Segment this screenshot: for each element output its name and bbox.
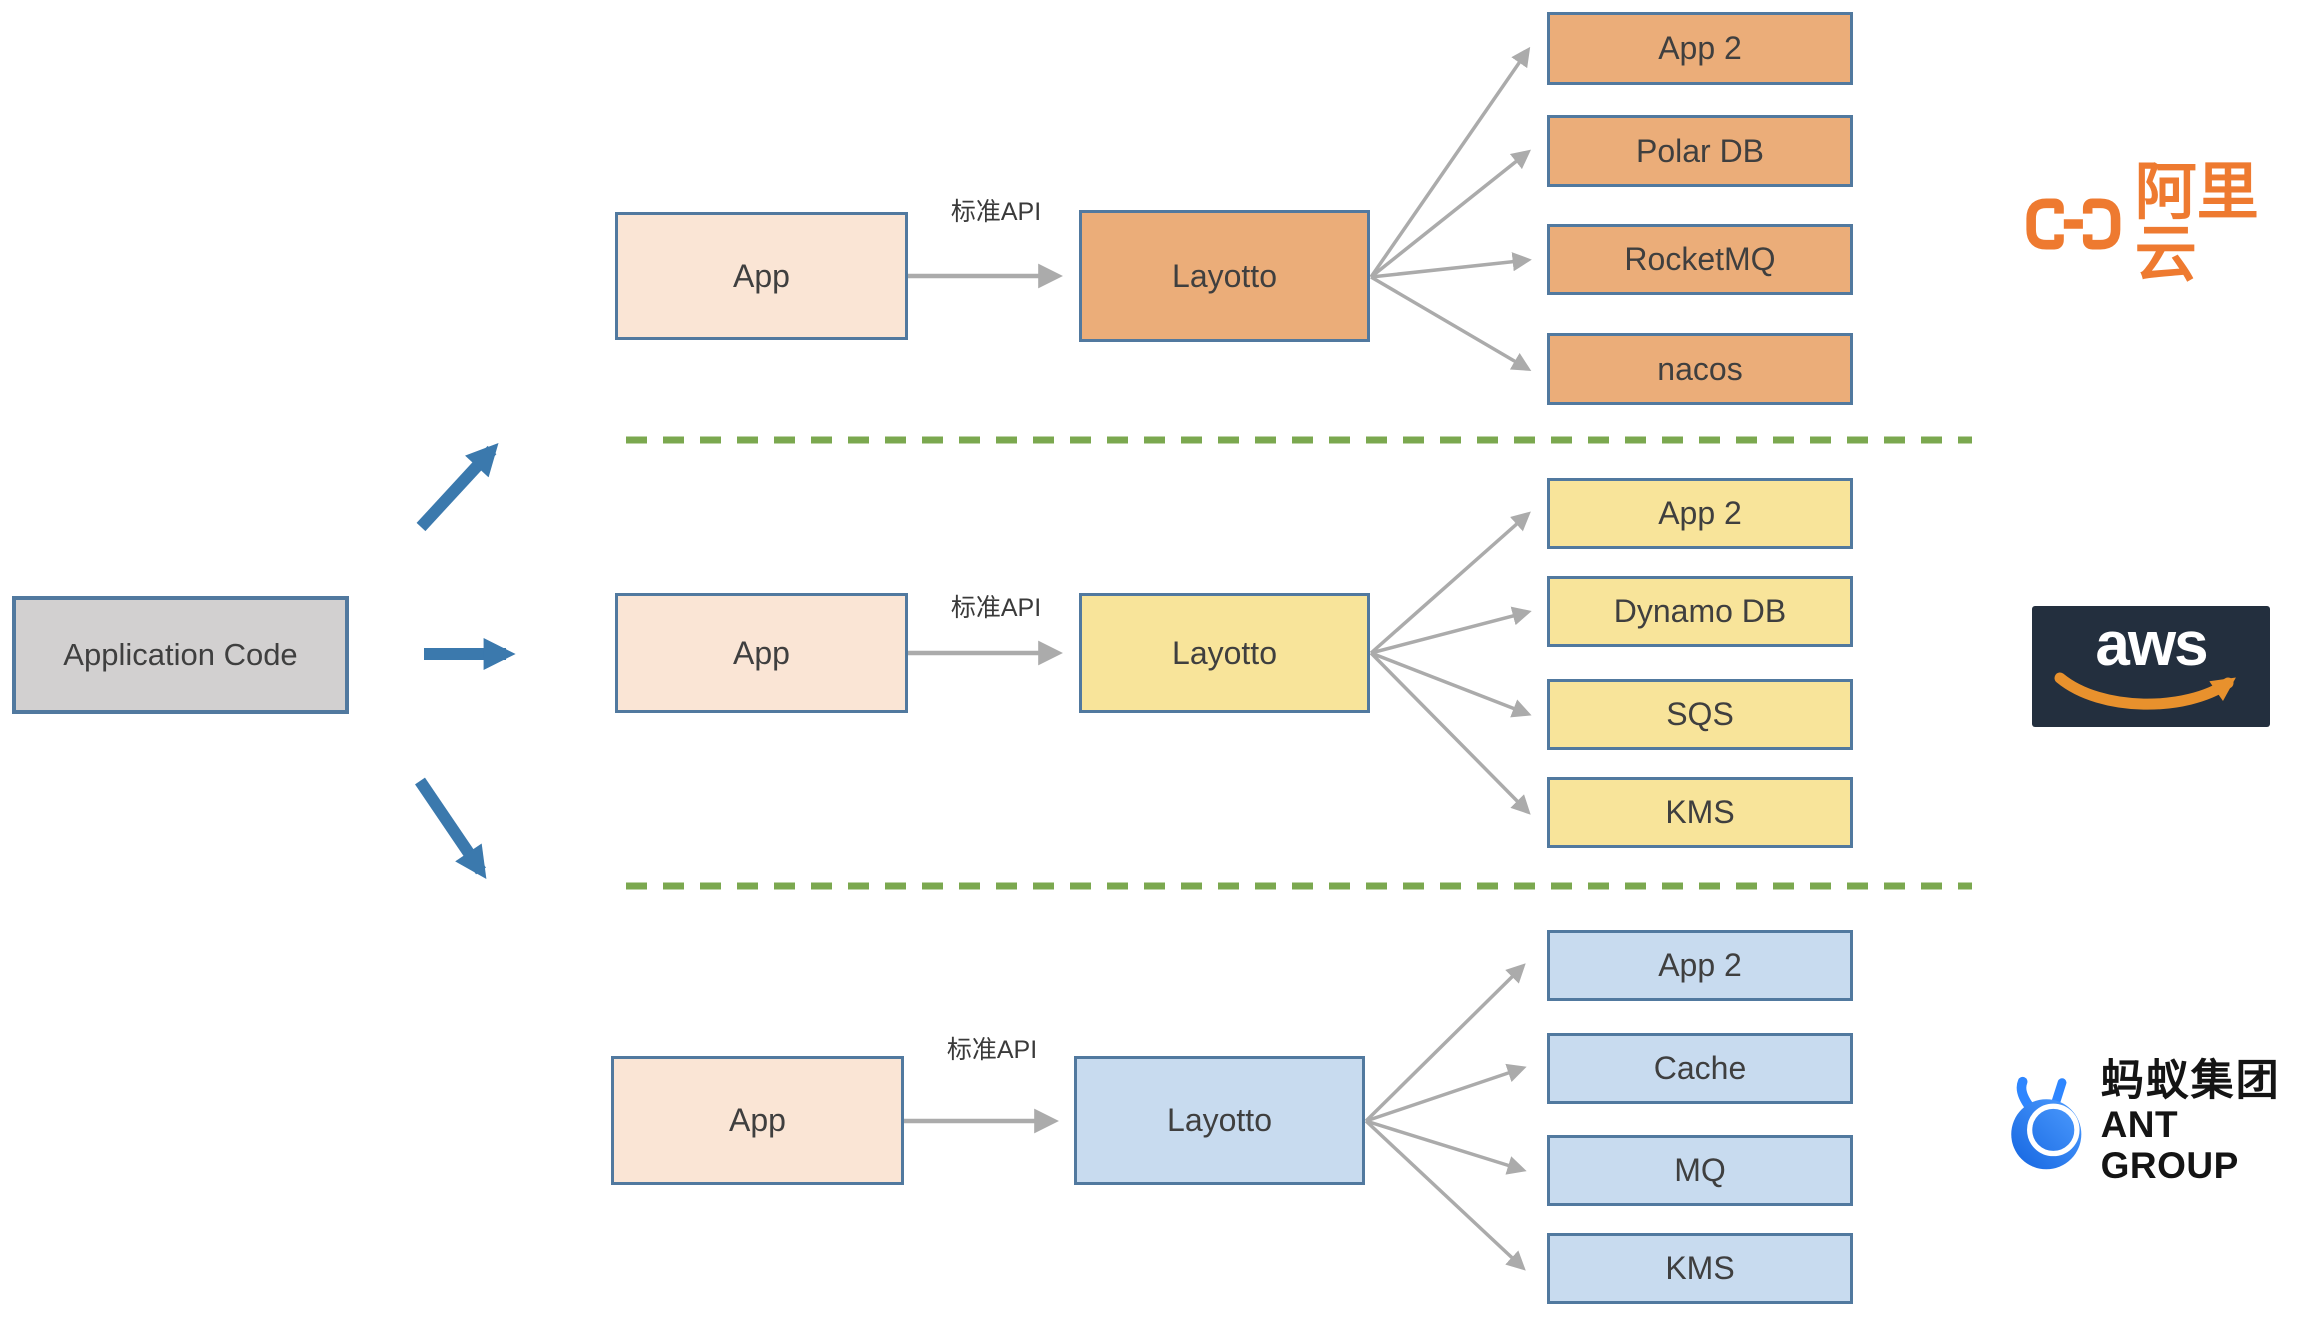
- row-ant-target-box: Cache: [1547, 1033, 1853, 1104]
- row-aws-target-box: Dynamo DB: [1547, 576, 1853, 647]
- row-ant-layotto-label: Layotto: [1167, 1102, 1272, 1138]
- row-aws-api-label: 标准API: [950, 594, 1042, 622]
- aws-logo: aws: [2032, 606, 2270, 727]
- ant-group-icon: [2011, 1077, 2082, 1170]
- layotto-fanout-arrows: [1364, 46, 1532, 1271]
- aws-logo-text: aws: [2095, 610, 2208, 679]
- row-aws-target-box: SQS: [1547, 679, 1853, 750]
- target-label: App 2: [1658, 947, 1742, 983]
- row-alibaba-layotto-label: Layotto: [1172, 257, 1277, 294]
- ant-group-cn-text: 蚂蚁集团: [2100, 1057, 2281, 1105]
- target-label: KMS: [1665, 794, 1735, 830]
- ant-group-en-text: ANT GROUP: [2100, 1104, 2239, 1186]
- row-aws-layotto-box: Layotto: [1079, 593, 1370, 713]
- row-aws-layotto-label: Layotto: [1172, 634, 1277, 671]
- alibaba-cloud-icon: [2026, 198, 2121, 250]
- aws-smile-icon: [2054, 672, 2236, 710]
- alibaba-cloud-logo-text: 阿里云: [2134, 158, 2259, 289]
- target-label: Cache: [1653, 1050, 1747, 1086]
- row-ant-target-box: KMS: [1547, 1233, 1853, 1304]
- row-alibaba-target-box: Polar DB: [1547, 115, 1853, 187]
- target-label: RocketMQ: [1624, 241, 1776, 277]
- row-alibaba-app-label: App: [733, 257, 790, 294]
- ant-group-logo: 蚂蚁集团 ANT GROUP: [2006, 1057, 2308, 1187]
- target-label: SQS: [1666, 696, 1734, 732]
- row-ant-app-box: App: [611, 1056, 904, 1185]
- app-to-layotto-arrows: [904, 263, 1063, 1134]
- ant-group-logo-text: 蚂蚁集团 ANT GROUP: [2100, 1057, 2308, 1187]
- row-aws-target-box: KMS: [1547, 777, 1853, 848]
- target-label: nacos: [1657, 350, 1743, 387]
- flow-arrows: [415, 442, 516, 879]
- row-aws-app-box: App: [615, 593, 908, 713]
- row-alibaba-layotto-box: Layotto: [1079, 210, 1370, 342]
- row-ant-app-label: App: [729, 1102, 786, 1138]
- target-label: Polar DB: [1635, 132, 1765, 169]
- target-label: KMS: [1665, 1250, 1735, 1286]
- row-ant-target-box: MQ: [1547, 1135, 1853, 1206]
- row-alibaba-target-box: nacos: [1547, 333, 1853, 405]
- row-ant-api-label: 标准API: [946, 1036, 1038, 1064]
- row-alibaba-api-label: 标准API: [950, 198, 1042, 226]
- application-code-label: Application Code: [63, 637, 298, 672]
- row-alibaba-app-box: App: [615, 212, 908, 340]
- target-label: Dynamo DB: [1613, 593, 1787, 629]
- row-alibaba-target-box: RocketMQ: [1547, 224, 1853, 295]
- target-label: App 2: [1658, 495, 1742, 531]
- row-ant-layotto-box: Layotto: [1074, 1056, 1365, 1185]
- divider-dashed-line: [626, 436, 1972, 890]
- target-label: MQ: [1674, 1152, 1726, 1188]
- row-ant-target-box: App 2: [1547, 930, 1853, 1001]
- row-aws-app-label: App: [733, 634, 790, 671]
- alibaba-cloud-logo: 阿里云: [2024, 162, 2308, 286]
- application-code-box: Application Code: [12, 596, 349, 714]
- row-aws-target-box: App 2: [1547, 478, 1853, 549]
- row-alibaba-target-box: App 2: [1547, 12, 1853, 85]
- target-label: App 2: [1658, 30, 1742, 66]
